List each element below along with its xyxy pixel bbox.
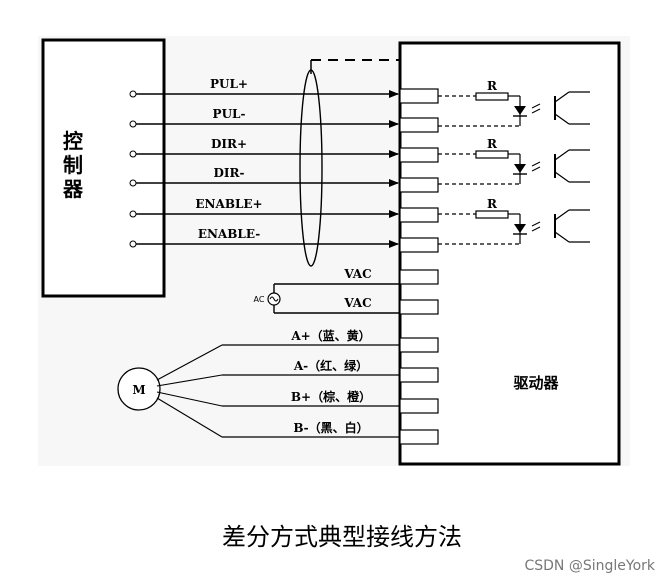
motor-lead xyxy=(156,391,223,407)
vac-label-1: VAC xyxy=(343,267,371,281)
diagram-caption: 差分方式典型接线方法 xyxy=(222,523,462,551)
resistor-label: R xyxy=(487,137,498,151)
ac-source-label: AC xyxy=(254,295,265,304)
signal-wires: PUL+ PUL- DIR+ DIR- ENABLE+ ENABLE- xyxy=(129,77,399,248)
driver-terminal xyxy=(399,177,439,193)
signal-label: PUL+ xyxy=(210,77,248,91)
resistor-label: R xyxy=(487,79,498,93)
motor-lead xyxy=(156,344,223,381)
twisted-pair-ellipse xyxy=(299,69,323,267)
signal-label: DIR- xyxy=(214,166,245,180)
resistor xyxy=(475,92,509,101)
signal-terminal-dot xyxy=(129,90,137,98)
signal-label: DIR+ xyxy=(211,137,247,151)
resistor xyxy=(475,210,509,219)
driver-terminal xyxy=(399,367,439,383)
driver-terminal xyxy=(399,237,439,253)
controller-box xyxy=(41,38,166,298)
led-icon xyxy=(514,224,526,233)
watermark: CSDN @SingleYork xyxy=(524,558,655,574)
led-icon xyxy=(514,106,526,115)
phase-label: A-（红、绿） xyxy=(293,358,368,373)
opto-circuits: R R R xyxy=(438,79,590,245)
led-icon xyxy=(514,164,526,173)
signal-terminal-dot xyxy=(129,179,137,187)
driver-terminals xyxy=(399,88,439,445)
driver-terminal xyxy=(399,398,439,414)
vac-label-2: VAC xyxy=(343,296,371,310)
phase-label: A+（蓝、黄） xyxy=(290,328,370,343)
signal-terminal-dot xyxy=(129,240,137,248)
signal-label: ENABLE- xyxy=(198,227,260,241)
signal-terminal-dot xyxy=(129,150,137,158)
driver-terminal xyxy=(399,147,439,163)
motor-lead xyxy=(156,374,223,387)
resistor xyxy=(475,150,509,159)
resistor-label: R xyxy=(487,197,498,211)
driver-label: 驱动器 xyxy=(513,374,559,392)
driver-box xyxy=(398,41,621,466)
driver-terminal xyxy=(399,299,439,315)
motor: M A+（蓝、黄） A-（红、绿） B+（棕、橙） B-（黑、白） xyxy=(117,328,400,438)
driver-terminal xyxy=(399,117,439,133)
ac-power: AC VAC VAC xyxy=(254,267,400,314)
motor-label: M xyxy=(132,383,145,397)
signal-label: PUL- xyxy=(213,107,246,121)
controller-label-1: 控 xyxy=(63,129,83,153)
driver-terminal xyxy=(399,429,439,445)
driver-terminal xyxy=(399,269,439,285)
phase-label: B+（棕、橙） xyxy=(291,389,371,404)
motor-lead xyxy=(156,397,223,438)
signal-label: ENABLE+ xyxy=(195,197,262,211)
driver-terminal xyxy=(399,88,439,104)
controller-label-3: 器 xyxy=(62,177,84,201)
signal-terminal-dot xyxy=(129,120,137,128)
signal-terminal-dot xyxy=(129,210,137,218)
driver-terminal xyxy=(399,207,439,223)
controller-label-2: 制 xyxy=(63,153,83,177)
motor-circle xyxy=(117,367,161,411)
phase-label: B-（黑、白） xyxy=(293,420,368,435)
driver-terminal xyxy=(399,337,439,353)
